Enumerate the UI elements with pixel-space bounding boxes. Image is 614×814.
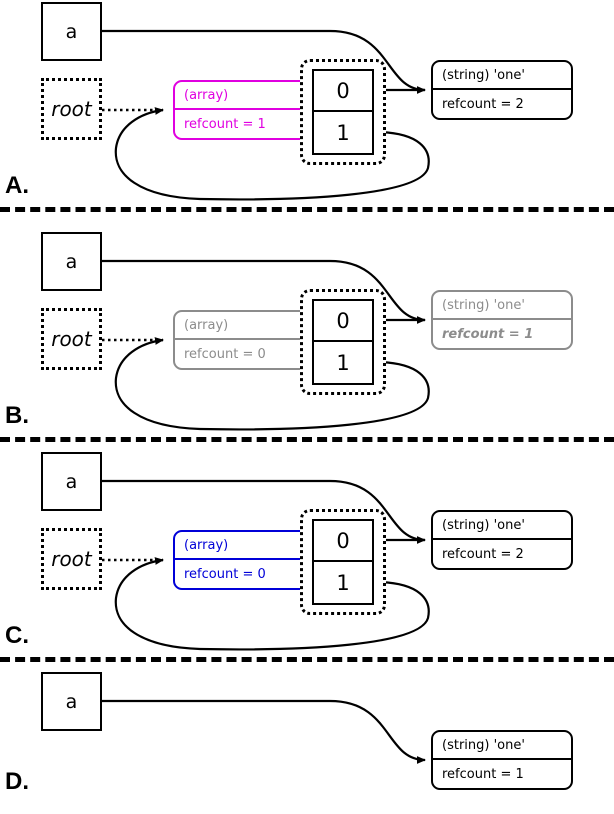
string-refcount-label: refcount = 1 [442, 766, 524, 782]
panel-label-d-text: D. [5, 768, 29, 795]
root-box: root [41, 78, 102, 140]
panel-separator-2 [0, 437, 614, 442]
array-cell-0: 0 [314, 71, 372, 112]
array-refcount-label: refcount = 1 [184, 116, 266, 132]
panel-b: a root (array) refcount = 0 0 1 (string)… [0, 230, 614, 435]
string-type-label: (string) 'one' [442, 737, 525, 753]
variable-label: a [65, 20, 78, 43]
string-type-row: (string) 'one' [433, 292, 571, 320]
root-label: root [51, 97, 92, 121]
array-zval-box: (array) refcount = 0 [173, 530, 313, 590]
panel-label-a-text: A. [5, 172, 29, 199]
string-type-row: (string) 'one' [433, 732, 571, 760]
array-refcount-row: refcount = 0 [175, 340, 311, 368]
string-type-row: (string) 'one' [433, 512, 571, 540]
array-zval-box: (array) refcount = 0 [173, 310, 313, 370]
array-refcount-row: refcount = 1 [175, 110, 311, 138]
panel-separator-1 [0, 207, 614, 212]
array-cell-0-label: 0 [336, 528, 350, 553]
panel-label-c-text: C. [5, 622, 29, 649]
string-refcount-row: refcount = 1 [433, 760, 571, 788]
array-cell-0: 0 [314, 301, 372, 342]
string-refcount-label: refcount = 1 [442, 326, 534, 342]
string-refcount-label: refcount = 2 [442, 96, 524, 112]
array-refcount-label: refcount = 0 [184, 346, 266, 362]
string-type-label: (string) 'one' [442, 297, 525, 313]
array-cells-inner: 0 1 [312, 299, 374, 385]
array-cell-0: 0 [314, 521, 372, 562]
variable-box-a: a [41, 672, 102, 731]
array-cell-1-label: 1 [336, 570, 350, 595]
array-cell-1: 1 [314, 562, 372, 603]
panel-a: a root (array) refcount = 1 0 1 (string)… [0, 0, 614, 205]
root-label: root [51, 547, 92, 571]
panel-separator-3 [0, 657, 614, 662]
panel-c: a root (array) refcount = 0 0 1 (string)… [0, 450, 614, 655]
root-box: root [41, 528, 102, 590]
string-zval-box: (string) 'one' refcount = 1 [431, 730, 573, 790]
string-zval-box: (string) 'one' refcount = 1 [431, 290, 573, 350]
array-cell-1: 1 [314, 342, 372, 383]
array-type-row: (array) [175, 312, 311, 340]
string-refcount-row: refcount = 2 [433, 90, 571, 118]
array-type-row: (array) [175, 82, 311, 110]
array-cells-inner: 0 1 [312, 69, 374, 155]
string-zval-box: (string) 'one' refcount = 2 [431, 510, 573, 570]
array-cell-1-label: 1 [336, 350, 350, 375]
panel-label-a: A. [5, 172, 29, 200]
panel-d: a (string) 'one' refcount = 1 D. [0, 670, 614, 814]
array-type-label: (array) [184, 87, 229, 103]
array-cell-0-label: 0 [336, 78, 350, 103]
variable-label: a [65, 470, 78, 493]
array-cell-0-label: 0 [336, 308, 350, 333]
panel-label-b: B. [5, 402, 29, 430]
variable-box-a: a [41, 2, 102, 61]
array-zval-box: (array) refcount = 1 [173, 80, 313, 140]
variable-label: a [65, 250, 78, 273]
array-type-label: (array) [184, 317, 229, 333]
string-refcount-label: refcount = 2 [442, 546, 524, 562]
array-cells-inner: 0 1 [312, 519, 374, 605]
root-label: root [51, 327, 92, 351]
array-type-label: (array) [184, 537, 229, 553]
string-zval-box: (string) 'one' refcount = 2 [431, 60, 573, 120]
panel-label-d: D. [5, 768, 29, 796]
root-box: root [41, 308, 102, 370]
array-refcount-row: refcount = 0 [175, 560, 311, 588]
string-type-row: (string) 'one' [433, 62, 571, 90]
variable-box-a: a [41, 452, 102, 511]
string-type-label: (string) 'one' [442, 67, 525, 83]
variable-label: a [65, 690, 78, 713]
string-type-label: (string) 'one' [442, 517, 525, 533]
array-cell-1: 1 [314, 112, 372, 153]
string-refcount-row: refcount = 2 [433, 540, 571, 568]
panel-label-c: C. [5, 622, 29, 650]
array-cell-1-label: 1 [336, 120, 350, 145]
panel-label-b-text: B. [5, 402, 29, 429]
array-type-row: (array) [175, 532, 311, 560]
variable-box-a: a [41, 232, 102, 291]
string-refcount-row: refcount = 1 [433, 320, 571, 348]
array-refcount-label: refcount = 0 [184, 566, 266, 582]
